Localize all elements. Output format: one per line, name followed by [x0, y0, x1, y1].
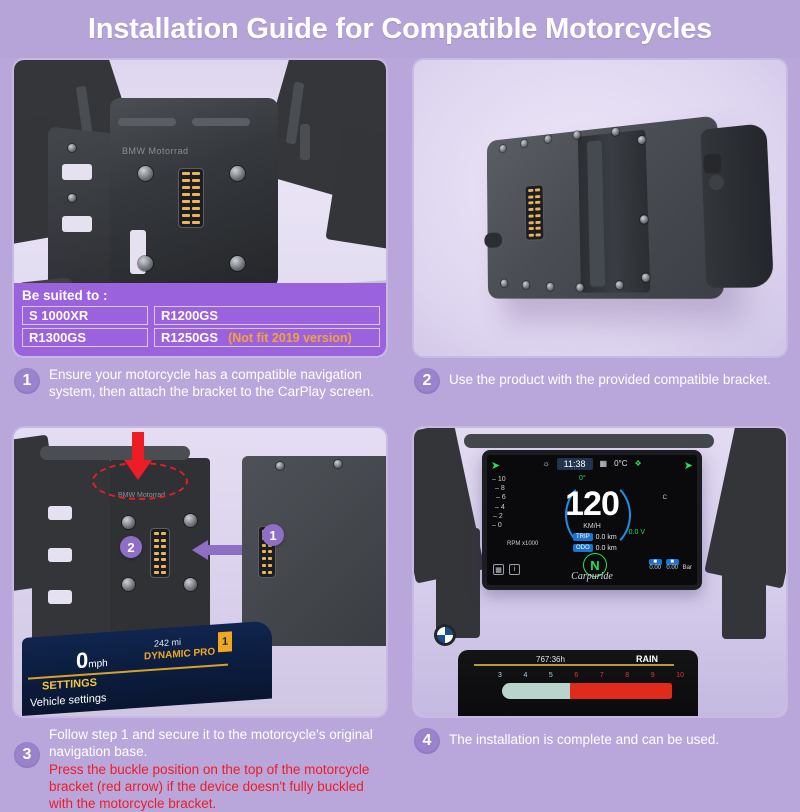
- tire-rear-value: 0.00: [666, 565, 678, 571]
- carplay-status-bar: ☼ 11:38 ▦ 0°C ❖: [487, 455, 697, 472]
- model-cell-with-note: R1250GS (Not fit 2019 version): [154, 328, 380, 347]
- model-cell: R1300GS: [22, 328, 148, 347]
- rpm-tick-labels: 3 4 5 6 7 8 9 10: [498, 672, 684, 679]
- installed-carplay-photo: ➤ ➤ ☼ 11:38 ▦ 0°C ❖ – 10 – 8 – 6 – 4: [414, 428, 786, 716]
- step-2-text: Use the product with the provided compat…: [449, 372, 771, 388]
- bracket-logo-text: BMW Motorrad: [122, 146, 189, 156]
- step-3-text-block: Follow step 1 and secure it to the motor…: [49, 726, 386, 812]
- step-4-caption: 4 The installation is complete and can b…: [412, 718, 788, 754]
- tachometer-scale: – 10 – 8 – 6 – 4 – 2 – 0: [492, 476, 506, 530]
- tire-front: ■ 0.00: [648, 559, 662, 571]
- compatibility-note: (Not fit 2019 version): [228, 330, 352, 345]
- pogo-pin-connector: [524, 184, 545, 241]
- trip-value: 0.0 km: [595, 533, 617, 541]
- dash-gear: 1: [218, 631, 232, 653]
- tire-pressure-group: ■ 0.00 ■ 0.00 Bar: [648, 559, 692, 571]
- dash-menu-item: Vehicle settings: [30, 692, 107, 710]
- step-4-badge: 4: [414, 728, 440, 754]
- dash-settings-title: SETTINGS: [42, 676, 98, 693]
- speed-value: 120: [565, 485, 620, 523]
- speed-unit: KM/H: [583, 523, 601, 530]
- steps-grid: BMW Motorrad Be suited to : S 1000XR: [0, 58, 800, 811]
- step-4-cell: ➤ ➤ ☼ 11:38 ▦ 0°C ❖ – 10 – 8 – 6 – 4: [400, 426, 800, 800]
- step-4-text: The installation is complete and can be …: [449, 732, 720, 748]
- compatibility-row: S 1000XR R1200GS: [22, 306, 380, 325]
- tire-unit: Bar: [682, 565, 692, 571]
- step-3-image: BMW Motorrad: [12, 426, 388, 718]
- bmw-instrument-cluster: 767:36h RAIN 3 4 5 6 7 8 9 10: [458, 650, 698, 716]
- step-3-badge: 3: [14, 742, 40, 768]
- pogo-pin-connector: [150, 528, 170, 578]
- odo-row: ODO 0.0 km: [573, 544, 617, 552]
- info-icon[interactable]: i: [509, 564, 520, 575]
- tire-rear: ■ 0.00: [665, 559, 679, 571]
- step-3-text: Follow step 1 and secure it to the motor…: [49, 727, 373, 760]
- turn-signal-left-icon: ➤: [491, 460, 501, 472]
- turn-signal-right-icon: ➤: [683, 460, 693, 472]
- dash-range: 242 mi: [154, 636, 182, 649]
- trip-row: TRIP 0.0 km: [573, 533, 617, 541]
- bluetooth-icon: ❖: [634, 459, 642, 468]
- callout-2-bracket: 2: [120, 536, 142, 558]
- model-cell: S 1000XR: [22, 306, 148, 325]
- step-2-caption: 2 Use the product with the provided comp…: [412, 358, 788, 394]
- brightness-icon: ☼: [542, 459, 550, 468]
- page-title: Installation Guide for Compatible Motorc…: [87, 12, 713, 45]
- step-3-warning: Press the buckle position on the top of …: [49, 761, 370, 812]
- trip-label: TRIP: [573, 533, 593, 541]
- carpuride-logo: Carpuride: [571, 571, 613, 582]
- step-2-cell: 2 Use the product with the provided comp…: [400, 58, 800, 426]
- coolant-label: C: [662, 495, 667, 501]
- dash-ride-mode: DYNAMIC PRO: [144, 646, 216, 663]
- bracket-attach-photo: BMW Motorrad: [14, 428, 386, 716]
- tire-front-value: 0.00: [649, 565, 661, 571]
- apps-grid-icon[interactable]: ▦: [493, 564, 504, 575]
- compatibility-row: R1300GS R1250GS (Not fit 2019 version): [22, 328, 380, 347]
- step-3-cell: BMW Motorrad: [0, 426, 400, 811]
- carplay-device-rear: [484, 115, 774, 299]
- step-1-cell: BMW Motorrad Be suited to : S 1000XR: [0, 58, 400, 426]
- tachometer-unit: RPM x1000: [507, 541, 539, 547]
- step-2-image: [412, 58, 788, 358]
- carplay-screen: ➤ ➤ ☼ 11:38 ▦ 0°C ❖ – 10 – 8 – 6 – 4: [482, 450, 702, 590]
- step-1-badge: 1: [14, 368, 40, 394]
- ride-mode: RAIN: [636, 654, 658, 664]
- callout-1-device: 1: [262, 524, 284, 546]
- step-3-caption: 3 Follow step 1 and secure it to the mot…: [12, 718, 388, 812]
- model-name: R1250GS: [161, 330, 219, 345]
- step-4-image: ➤ ➤ ☼ 11:38 ▦ 0°C ❖ – 10 – 8 – 6 – 4: [412, 426, 788, 718]
- engine-hours: 767:36h: [536, 655, 565, 664]
- voltage-value: 0.0 V: [628, 529, 645, 536]
- odo-label: ODO: [573, 544, 593, 552]
- compatibility-title: Be suited to :: [22, 288, 108, 303]
- product-rear-photo: [414, 60, 786, 356]
- step-1-text: Ensure your motorcycle has a compatible …: [49, 367, 374, 400]
- pogo-pin-connector: [178, 168, 204, 228]
- carplay-shortcut-icons[interactable]: ▦ i: [493, 564, 520, 575]
- gear-indicator: N: [583, 553, 607, 577]
- temperature-value: 0°C: [614, 459, 628, 468]
- step-1-caption: 1 Ensure your motorcycle has a compatibl…: [12, 358, 388, 401]
- page-header: Installation Guide for Compatible Motorc…: [0, 0, 800, 58]
- dash-speed: 0mph: [76, 647, 108, 674]
- step-1-image: BMW Motorrad Be suited to : S 1000XR: [12, 58, 388, 358]
- compatibility-table: Be suited to : S 1000XR R1200GS R1300GS …: [14, 283, 386, 356]
- purple-arrow-icon: [192, 540, 244, 560]
- clock: 11:38: [556, 457, 593, 470]
- odo-value: 0.0 km: [595, 544, 617, 552]
- model-cell: R1200GS: [154, 306, 380, 325]
- seat-heat-icon: ▦: [599, 459, 608, 468]
- lean-angle-value: 0°: [579, 475, 586, 482]
- step-2-badge: 2: [414, 368, 440, 394]
- bmw-logo-icon: [434, 624, 456, 646]
